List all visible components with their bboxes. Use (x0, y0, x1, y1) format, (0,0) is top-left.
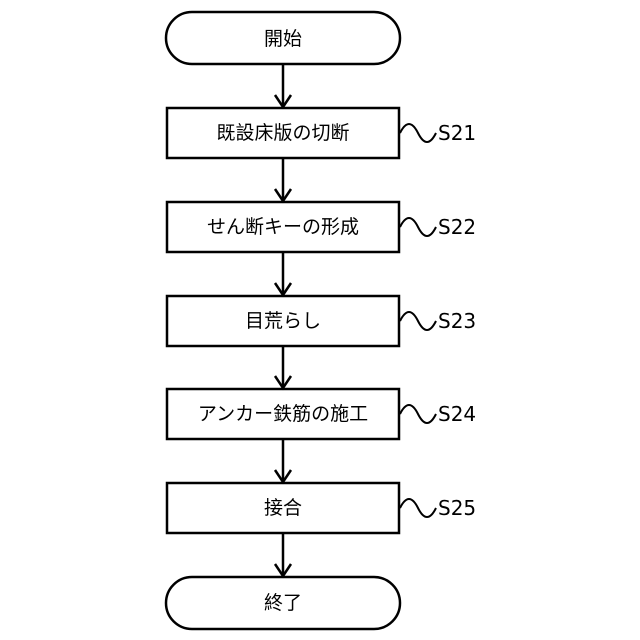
process-label: せん断キーの形成 (207, 216, 359, 238)
process-step-s25: 接合 S25 (167, 483, 476, 533)
step-leader-line (400, 405, 436, 423)
process-step-s23: 目荒らし S23 (167, 296, 476, 346)
process-label: 接合 (264, 497, 302, 519)
end-terminal-label: 終了 (264, 592, 302, 614)
step-code-label: S23 (438, 309, 476, 333)
step-leader-line (400, 312, 436, 330)
connector-start-to-s21 (275, 64, 291, 107)
connector-s25-to-end (275, 533, 291, 576)
step-code-label: S21 (438, 121, 476, 145)
process-label: アンカー鉄筋の施工 (198, 403, 368, 425)
process-step-s21: 既設床版の切断 S21 (167, 108, 476, 158)
step-code-label: S22 (438, 215, 476, 239)
start-terminal: 開始 (166, 12, 400, 64)
process-label: 目荒らし (245, 310, 321, 332)
process-step-s24: アンカー鉄筋の施工 S24 (167, 389, 476, 439)
step-leader-line (400, 499, 436, 517)
step-code-label: S24 (438, 402, 476, 426)
end-terminal: 終了 (166, 577, 400, 629)
connector-s24-to-s25 (275, 439, 291, 482)
connector-s21-to-s22 (275, 158, 291, 201)
step-code-label: S25 (438, 496, 476, 520)
process-label: 既設床版の切断 (216, 122, 349, 144)
process-step-s22: せん断キーの形成 S22 (167, 202, 476, 252)
start-terminal-label: 開始 (264, 28, 302, 50)
step-leader-line (400, 218, 436, 236)
connector-s22-to-s23 (275, 252, 291, 295)
connector-s23-to-s24 (275, 346, 291, 388)
step-leader-line (400, 124, 436, 142)
